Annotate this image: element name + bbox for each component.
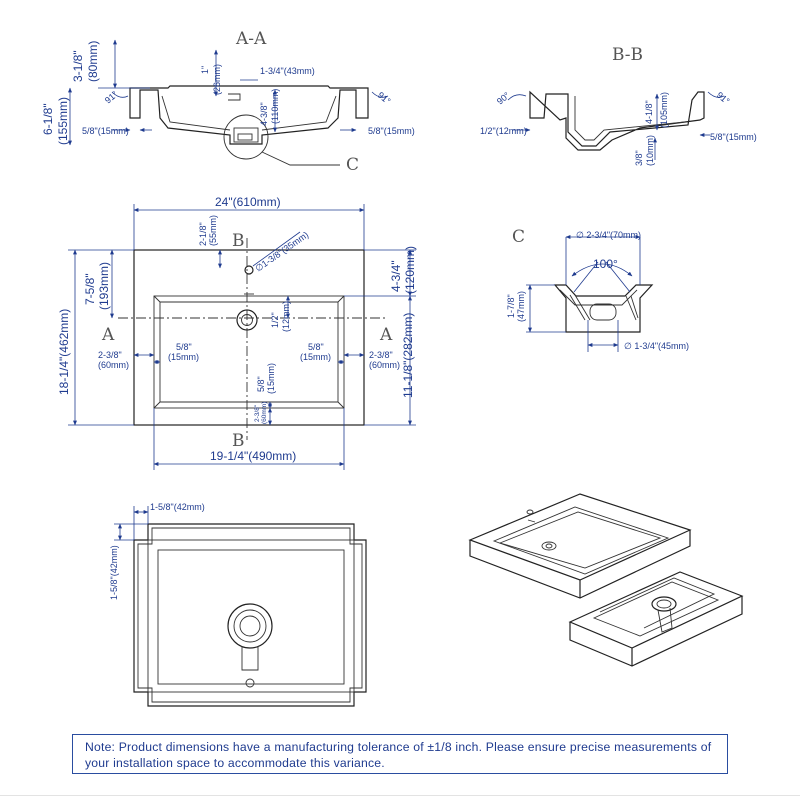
bottom-corner-width: 1-5/8"(42mm): [150, 502, 205, 512]
detail-c-view: C ∅ 2-3/4"(70mm) 100° 1-7/8" (47mm) ∅ 1-…: [506, 227, 689, 352]
top-overall-height: 18-1/4"(462mm): [57, 309, 71, 395]
isometric-top-view: [468, 493, 692, 599]
top-margin-right-inch: 2-3/8": [369, 350, 393, 360]
section-bb-view: B-B 4-1/8" (105mm) 1/2"(12mm) 5/8"(15mm)…: [480, 45, 757, 166]
top-rim-left-mm: (15mm): [168, 352, 199, 362]
aa-depth-mm: (110mm): [270, 89, 280, 124]
detail-c-label: C: [512, 227, 525, 247]
section-b-bottom-marker: B: [232, 431, 245, 451]
aa-angle-right: 91°: [376, 90, 393, 107]
top-rim-bottom-mm: (15mm): [266, 363, 276, 394]
aa-lip-left: 5/8"(15mm): [82, 126, 129, 136]
bottom-view: 1-5/8"(42mm) 1-5/8"(42mm): [109, 502, 367, 707]
tolerance-note-box: Note: Product dimensions have a manufact…: [72, 734, 728, 774]
bb-lip-right: 5/8"(15mm): [710, 132, 757, 142]
top-overflow-mm: (12mm): [281, 301, 291, 332]
section-bb-label: B-B: [612, 45, 643, 65]
detail-c-angle: 100°: [593, 257, 618, 271]
aa-tap-mm: (26mm): [212, 64, 222, 95]
top-rim-right-inch: 5/8": [308, 342, 324, 352]
top-rim-left-inch: 5/8": [176, 342, 192, 352]
bb-depth-mm: (105mm): [659, 92, 669, 128]
top-margin-left-inch: 2-3/8": [98, 350, 122, 360]
top-dim-4-3-4-mm: (120mm): [403, 246, 417, 294]
aa-height-inch: 3-1/8": [71, 50, 85, 82]
aa-total-height-inch: 6-1/8": [41, 103, 55, 135]
aa-depth-inch: 4-3/8": [259, 102, 269, 126]
bb-depth-inch: 4-1/8": [644, 100, 654, 124]
top-tap-offset-inch: 2-1/8": [198, 222, 208, 246]
bb-angle-right: 91°: [715, 90, 732, 107]
top-overall-width: 24"(610mm): [215, 195, 281, 209]
top-margin-bottom-inch: 2-3/8": [254, 404, 261, 422]
top-dim-7-5-8-mm: (193mm): [97, 262, 111, 310]
top-dim-4-3-4-inch: 4-3/4": [389, 260, 403, 292]
top-margin-bottom-mm: (60mm): [261, 402, 268, 424]
section-a-right-marker: A: [379, 325, 393, 345]
top-tap-diameter: ∅1-3/8"(35mm): [253, 230, 310, 274]
bottom-corner-height: 1-5/8"(42mm): [109, 545, 119, 600]
top-margin-left-mm: (60mm): [98, 360, 129, 370]
aa-lip-right: 5/8"(15mm): [368, 126, 415, 136]
top-margin-right-mm: (60mm): [369, 360, 400, 370]
bottom-divider: [0, 795, 800, 796]
top-rim-bottom-inch: 5/8": [256, 376, 266, 392]
top-tap-offset-mm: (55mm): [208, 215, 218, 246]
bb-angle-left: 90°: [495, 90, 512, 107]
detail-c-top-diameter: ∅ 2-3/4"(70mm): [576, 230, 641, 240]
section-a-left-marker: A: [101, 325, 115, 345]
top-rim-right-mm: (15mm): [300, 352, 331, 362]
aa-offset: 1-3/4"(43mm): [260, 66, 315, 76]
section-c-callout: C: [346, 155, 359, 175]
top-dim-11-1-8: 11-1/8"(282mm): [401, 313, 415, 398]
detail-c-bottom-diameter: ∅ 1-3/4"(45mm): [624, 341, 689, 351]
top-view: B B A A 24"(610mm) 18-1/4"(462mm) 2-1/8"…: [57, 195, 417, 470]
top-overflow-inch: 1/2": [270, 312, 280, 328]
isometric-bottom-view: [568, 571, 744, 667]
bb-lip-left: 1/2"(12mm): [480, 126, 527, 136]
section-b-top-marker: B: [232, 231, 245, 251]
detail-c-height-inch: 1-7/8": [506, 294, 516, 318]
bb-slot-inch: 3/8": [634, 150, 644, 166]
aa-angle-left: 91°: [103, 89, 120, 106]
top-bowl-width: 19-1/4"(490mm): [210, 449, 296, 463]
aa-total-height-mm: (155mm): [56, 97, 70, 145]
aa-tap-inch: 1": [200, 66, 210, 74]
top-dim-7-5-8-inch: 7-5/8": [83, 273, 97, 305]
section-aa-label: A-A: [235, 29, 267, 49]
tolerance-note-text: Note: Product dimensions have a manufact…: [85, 740, 712, 770]
detail-c-height-mm: (47mm): [516, 291, 526, 322]
bb-slot-mm: (10mm): [645, 135, 655, 166]
aa-height-mm: (80mm): [86, 41, 100, 82]
section-aa-view: A-A C 3-1/8" (80mm) 6-1/8" (155mm) 1" (2…: [41, 29, 415, 175]
